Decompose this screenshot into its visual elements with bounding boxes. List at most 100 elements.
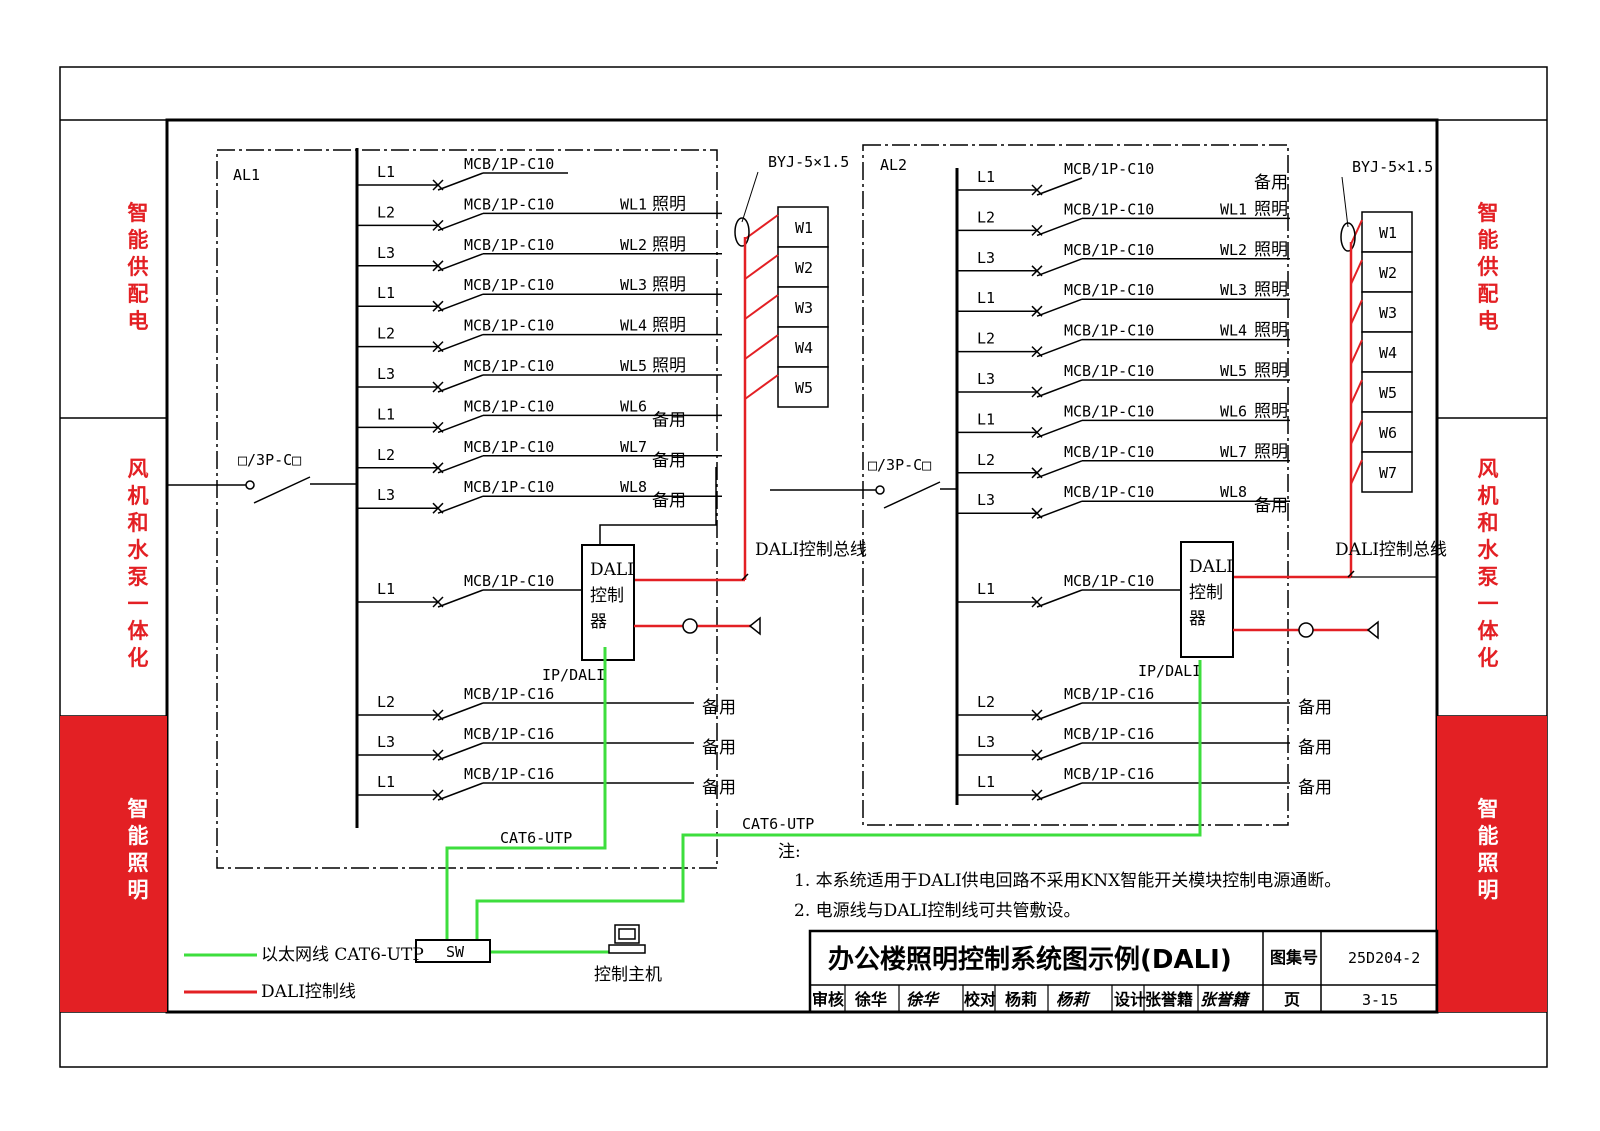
terminal-label: W7 [1379,464,1397,482]
circuit-use: 照明 [652,275,686,295]
circuit-breaker: MCB/1P-C10 [464,155,554,173]
side-tab-char: 一 [1478,592,1499,616]
dali-tick [1350,339,1363,365]
circuit-wl: WL7 [1220,443,1247,461]
spare-breaker: MCB/1P-C16 [1064,725,1154,743]
dali-bus-label: DALI控制总线 [755,540,867,560]
cable-label: BYJ-5×1.5 [768,153,849,171]
breaker-cross [432,381,444,393]
controller-feeder [599,467,717,545]
panel-al1-boundary [216,149,718,869]
side-tab-active-bg [1437,716,1547,1012]
circuit-breaker: MCB/1P-C10 [1064,281,1154,299]
terminal-block [1361,251,1413,293]
breaker-blade [437,333,484,353]
circuit-phase: L3 [377,244,395,262]
side-tab-char: 水 [128,538,150,562]
controller-feed-phase: L1 [977,580,995,598]
spare-breaker: MCB/1P-C16 [464,685,554,703]
spare-use: 备用 [1298,738,1332,758]
cable-leader [741,171,759,223]
terminal-label: W4 [795,339,813,357]
dali-bus-label: DALI控制总线 [1335,540,1447,560]
designer-name: 张誉籍 [1145,990,1193,1009]
terminal-label: W3 [1379,304,1397,322]
spare-use: 备用 [1298,778,1332,798]
circuit-use: 照明 [1254,361,1288,381]
circuit-wl: WL2 [1220,241,1247,259]
circuit-phase: L1 [977,410,995,428]
circuit-breaker: MCB/1P-C10 [464,276,554,294]
circuit-breaker: MCB/1P-C10 [1064,362,1154,380]
side-tab-char: 配 [128,282,149,306]
circuit-use: 照明 [1254,401,1288,421]
main-switch-contact [245,480,255,490]
circuit-phase: L3 [377,486,395,504]
dali-controller-label: 控制 [1189,583,1223,603]
page-number: 3-15 [1362,991,1398,1009]
circuit-phase: L1 [377,284,395,302]
ip-dali-label: IP/DALI [542,666,605,684]
bus-tap-mark [1347,570,1355,578]
circuit-phase: L2 [377,325,395,343]
terminal-block [1361,371,1413,413]
circuit-breaker: MCB/1P-C10 [1064,241,1154,259]
breaker-cross [1031,184,1043,196]
cable-bundle-ellipse [734,217,750,247]
side-tab-char: 照 [1478,851,1499,875]
dali-controller-label: 器 [1189,609,1206,629]
circuit-wl: WL3 [1220,281,1247,299]
breaker-cross [1031,507,1043,519]
circuit-breaker: MCB/1P-C10 [464,236,554,254]
right-side-tabs [1437,417,1547,1012]
cable-bundle-ellipse [1340,222,1356,252]
circuit-phase: L1 [977,168,995,186]
note-item-1: 1. 本系统适用于DALI供电回路不采用KNX智能开关模块控制电源通断。 [794,871,1341,891]
design-label: 设计 [1114,990,1146,1009]
breaker-blade [437,172,484,191]
dali-tick [1350,299,1363,325]
terminal-block [777,206,829,248]
dali-controller-label: DALI [1189,557,1233,577]
breaker-cross [1031,265,1043,277]
panel-al2-name: AL2 [880,156,907,174]
checker-signature: 杨莉 [1056,990,1091,1009]
dali-controller-label: 控制 [590,586,624,606]
breaker-cross [432,219,444,231]
circuit-use: 照明 [652,356,686,376]
circuit-use: 备用 [652,451,686,471]
terminal-label: W2 [795,259,813,277]
side-tab-char: 泵 [128,565,149,589]
breaker-cross [1031,596,1043,608]
review-label: 审核 [812,990,844,1009]
breaker-blade [1036,742,1083,761]
breaker-cross [1031,709,1043,721]
spare-phase: L1 [377,773,395,791]
legend-dali-label: DALI控制线 [261,982,356,1002]
circuit-phase: L2 [377,203,395,221]
breaker-cross [432,789,444,801]
breaker-cross [1031,789,1043,801]
network-switch-label: SW [446,943,465,961]
spare-breaker: MCB/1P-C16 [1064,685,1154,703]
check-label: 校对 [964,990,996,1009]
dali-controller-box [581,544,635,661]
breaker-blade [1036,702,1083,721]
side-tab-char: 化 [128,646,149,670]
detector-icon [748,616,761,636]
side-tab-char: 电 [1478,309,1499,333]
spare-phase: L2 [977,693,995,711]
breaker-cross [1031,426,1043,438]
circuit-wl: WL7 [620,438,647,456]
circuit-wl: WL5 [620,357,647,375]
dali-tick [1350,219,1363,245]
dali-controller-label: DALI [590,560,634,580]
breaker-blade [1036,589,1083,608]
circuit-use: 备用 [1254,496,1288,516]
page-label: 页 [1284,990,1300,1009]
main-switch-blade [883,481,941,509]
circuit-breaker: MCB/1P-C10 [1064,160,1154,178]
breaker-blade [437,414,484,434]
side-tab-char: 和 [1478,511,1499,535]
